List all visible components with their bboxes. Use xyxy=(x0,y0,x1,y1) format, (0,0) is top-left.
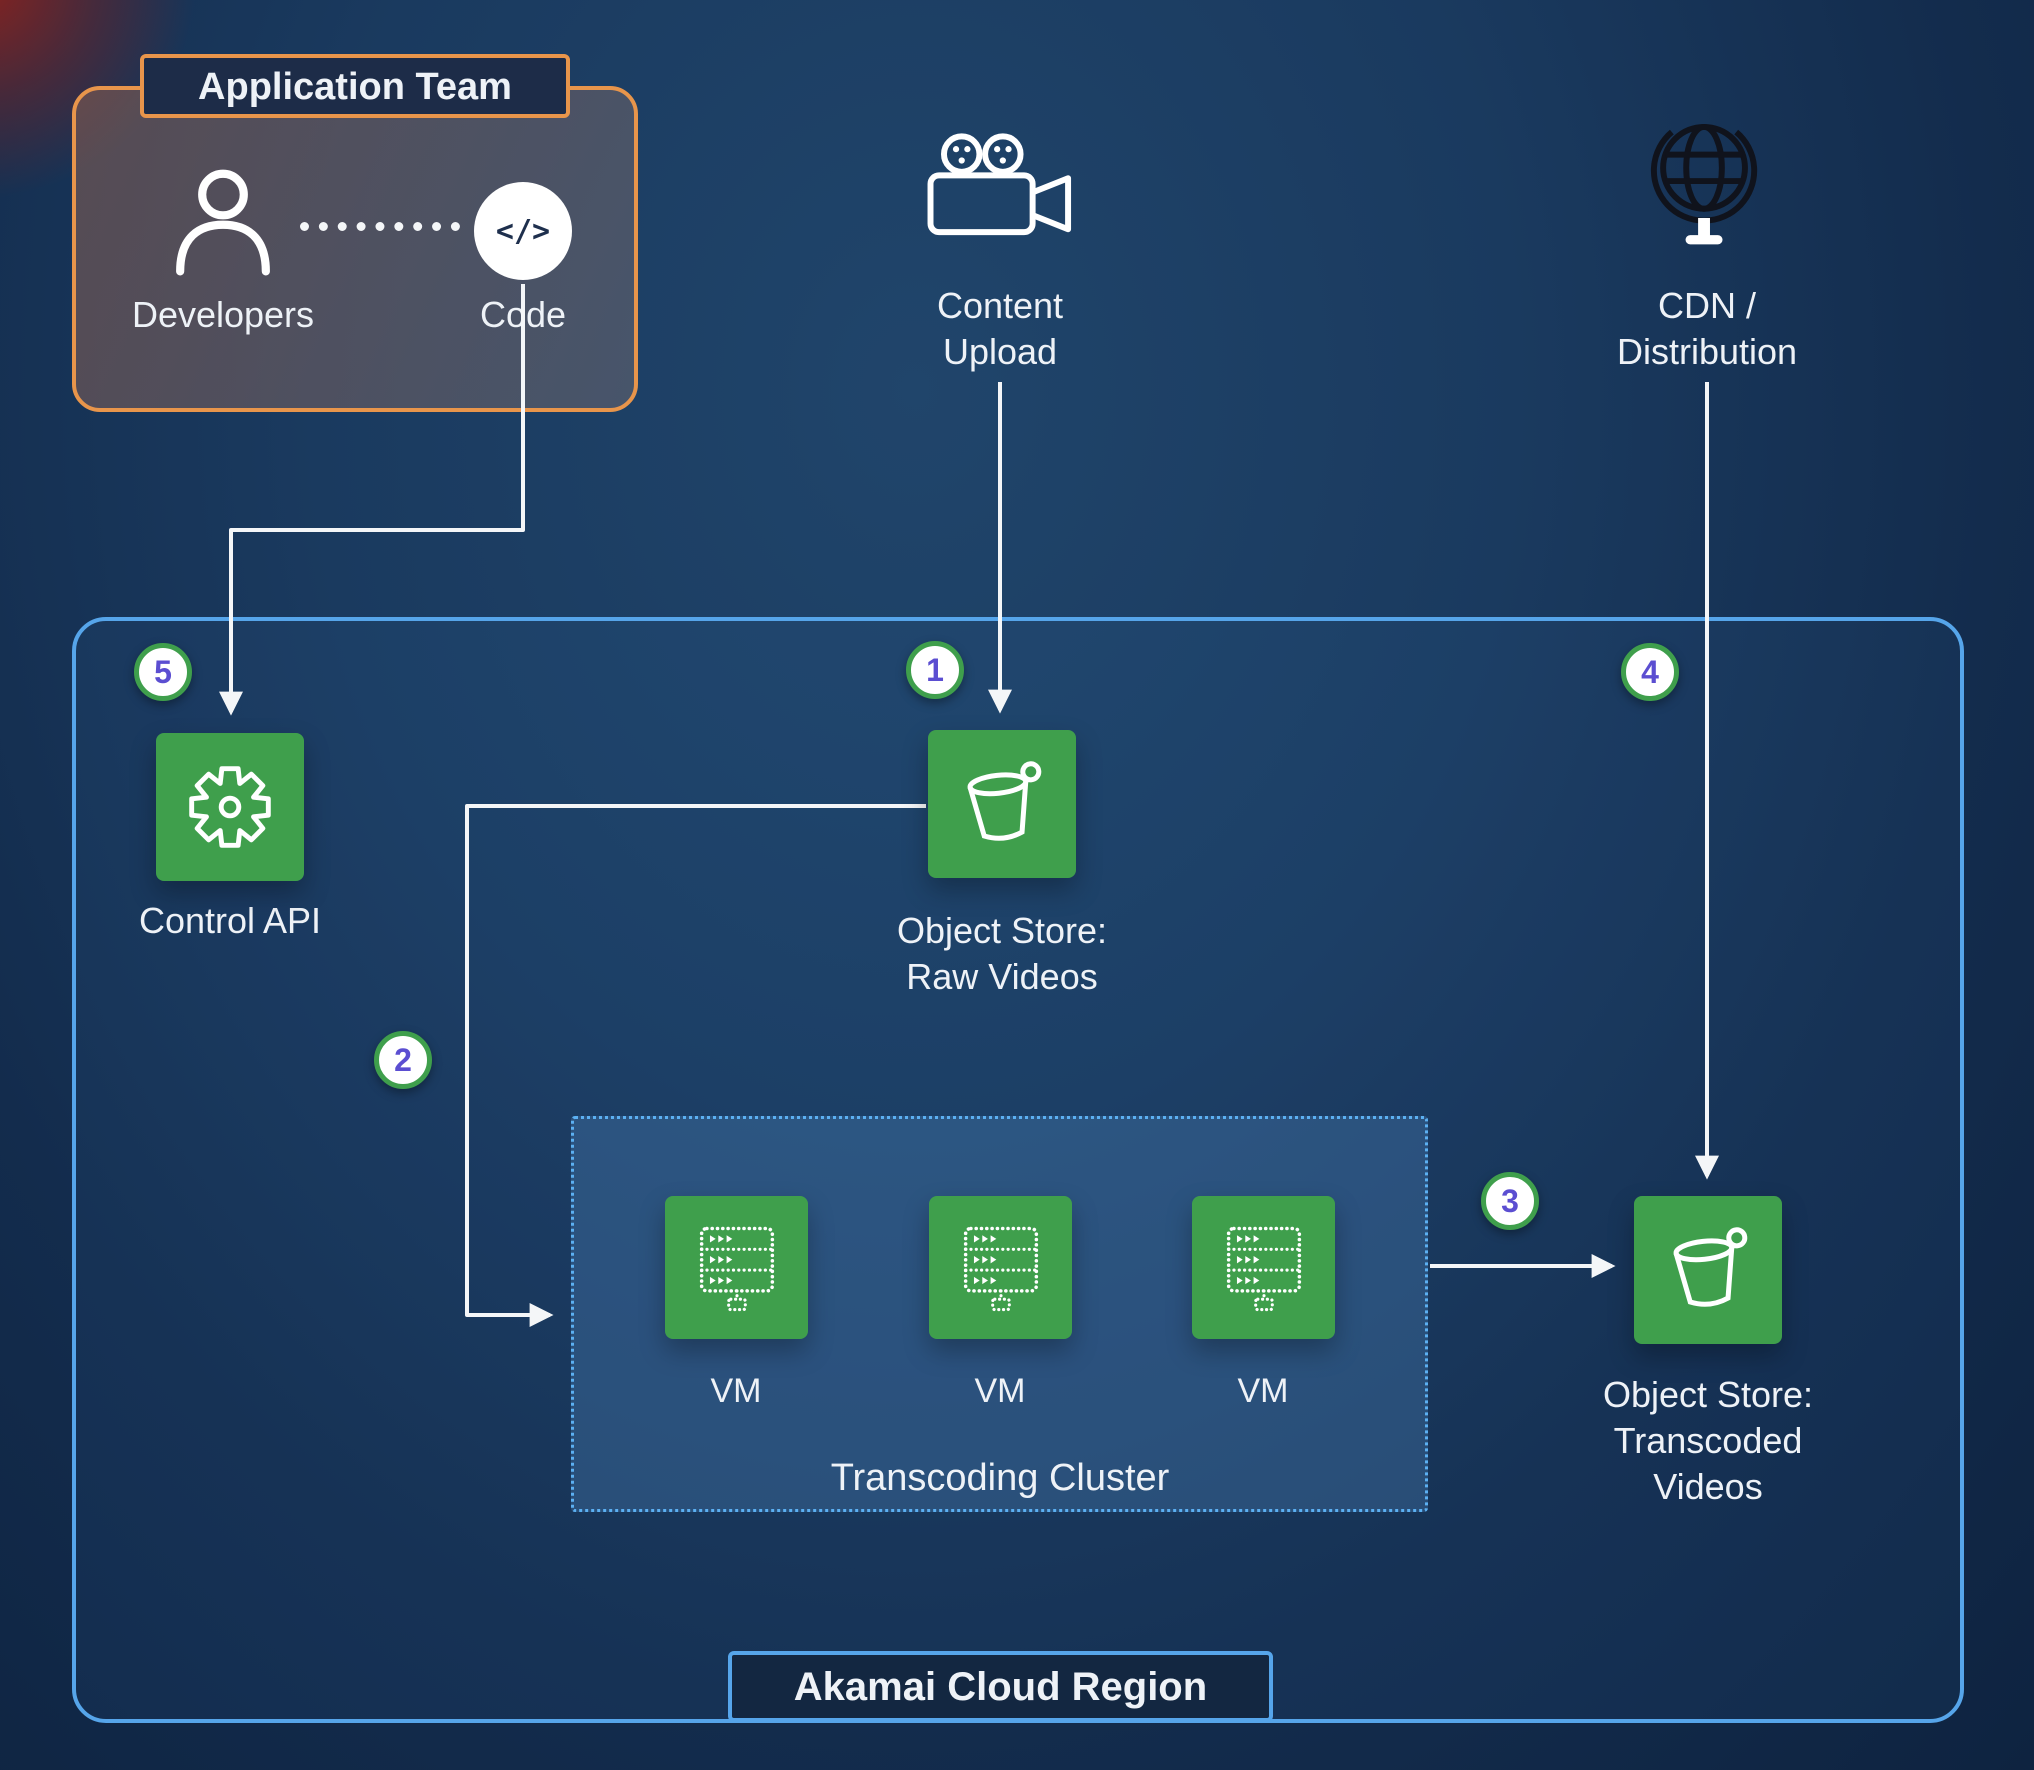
server-icon xyxy=(699,1226,774,1311)
badge-step-1: 1 xyxy=(906,641,964,699)
vm-label: VM xyxy=(1237,1372,1289,1410)
badge-step-5: 5 xyxy=(134,643,192,701)
cdn-label: CDN / Distribution xyxy=(1616,285,1798,372)
badge-step-4: 4 xyxy=(1621,643,1679,701)
object-store-raw-node xyxy=(928,730,1076,878)
content-upload-label: Content Upload xyxy=(936,285,1064,372)
vm-node xyxy=(929,1196,1072,1339)
transcoding-cluster-title: Transcoding Cluster xyxy=(830,1457,1170,1499)
code-glyph: </> xyxy=(495,213,551,249)
server-icon xyxy=(1226,1226,1301,1311)
person-icon xyxy=(176,169,270,276)
vm-label: VM xyxy=(710,1372,762,1410)
object-store-raw-label: Object Store: Raw Videos xyxy=(896,910,1108,997)
application-team-title: Application Team xyxy=(140,54,570,118)
badge-step-3: 3 xyxy=(1481,1172,1539,1230)
akamai-region-title: Akamai Cloud Region xyxy=(728,1651,1273,1722)
dotted-connector xyxy=(300,222,460,231)
video-camera-icon xyxy=(927,133,1072,236)
code-label: Code xyxy=(479,294,567,335)
object-store-transcoded-node xyxy=(1634,1196,1782,1344)
vm-node xyxy=(665,1196,808,1339)
gear-icon xyxy=(189,766,271,848)
bucket-icon xyxy=(967,761,1042,841)
server-icon xyxy=(963,1226,1038,1311)
globe-icon xyxy=(1650,123,1758,245)
developers-label: Developers xyxy=(131,294,315,335)
object-store-transcoded-label: Object Store: Transcoded Videos xyxy=(1602,1374,1814,1507)
vm-node xyxy=(1192,1196,1335,1339)
bucket-icon xyxy=(1673,1227,1748,1307)
akamai-region-panel xyxy=(72,617,1964,1723)
code-circle-icon: </> xyxy=(474,182,572,280)
control-api-node xyxy=(156,733,304,881)
badge-step-2: 2 xyxy=(374,1031,432,1089)
vm-label: VM xyxy=(974,1372,1026,1410)
control-api-label: Control API xyxy=(138,900,322,941)
